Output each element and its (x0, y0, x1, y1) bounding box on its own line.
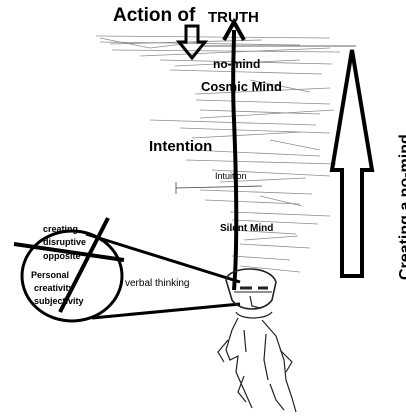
disruptive-label: disruptive (43, 237, 87, 247)
intuition-bracket (175, 182, 263, 194)
cross-out-line-a (13, 242, 125, 262)
intuition-label: Intuition (215, 171, 247, 181)
creating-label: creating (43, 224, 79, 234)
person-figure (217, 268, 297, 413)
creativity-label: creativity (34, 283, 74, 293)
silent-mind-label: Silent Mind (220, 223, 274, 234)
no-mind-label: no-mind (213, 57, 261, 71)
cone-line-bottom (91, 302, 241, 320)
action-of-label: Action of (113, 5, 196, 26)
opposite-label: opposite (43, 251, 81, 261)
scribble-hatching (95, 35, 341, 273)
up-arrow-icon (222, 17, 246, 41)
upward-curve (231, 29, 239, 291)
big-up-arrow-icon (329, 49, 375, 278)
personal-label: Personal (31, 270, 70, 280)
down-arrow-icon (175, 24, 209, 61)
creating-a-no-mind-label: Creating a no-mind (397, 134, 406, 280)
truth-label: TRUTH (208, 9, 259, 26)
cone-line-top (85, 232, 241, 284)
subjectivity-label: subjectivity (34, 296, 84, 306)
verbal-thinking-label: verbal thinking (125, 278, 190, 289)
intention-label: Intention (149, 138, 213, 155)
cosmic-mind-label: Cosmic Mind (201, 79, 282, 94)
subjectivity-ellipse (20, 229, 124, 323)
cross-out-line-b (58, 217, 110, 313)
